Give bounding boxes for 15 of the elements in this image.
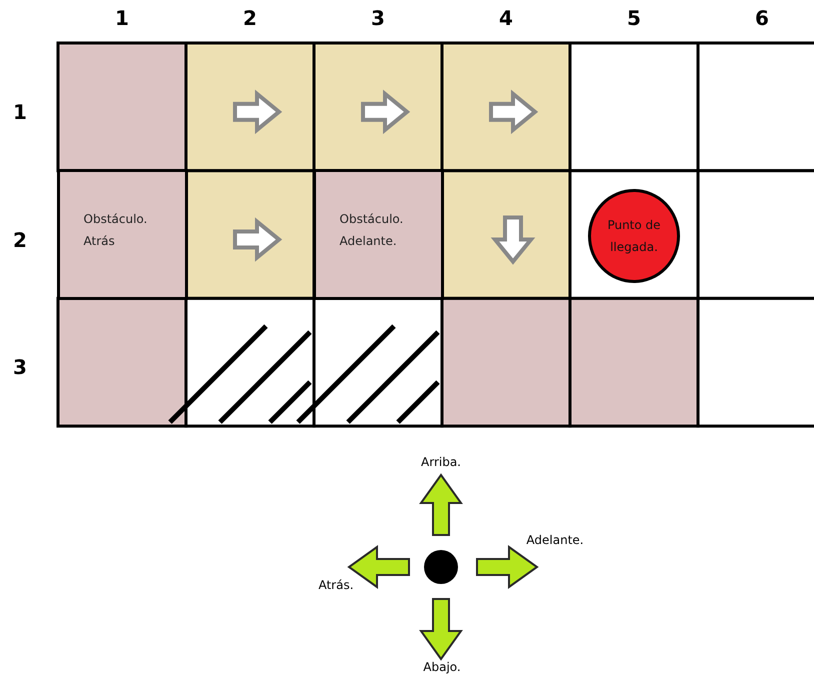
row-number: 2 bbox=[13, 228, 27, 252]
direction-label: Adelante. bbox=[526, 533, 584, 547]
obstacle-cell: Obstáculo. Adelante. bbox=[312, 169, 444, 300]
row-number: 3 bbox=[13, 355, 27, 380]
column-number: 3 bbox=[371, 6, 385, 30]
direction-label: Arriba. bbox=[421, 455, 461, 469]
column-number: 1 bbox=[115, 6, 129, 30]
direction-label: Abajo. bbox=[423, 660, 461, 674]
direction-label: Atrás. bbox=[318, 578, 354, 592]
column-number: 6 bbox=[755, 6, 769, 30]
column-number: 5 bbox=[627, 6, 641, 30]
column-number: 2 bbox=[243, 6, 257, 30]
obstacle-cell: Obstáculo. Atrás bbox=[56, 169, 188, 300]
row-number: 1 bbox=[13, 100, 27, 124]
column-number: 4 bbox=[499, 6, 513, 30]
